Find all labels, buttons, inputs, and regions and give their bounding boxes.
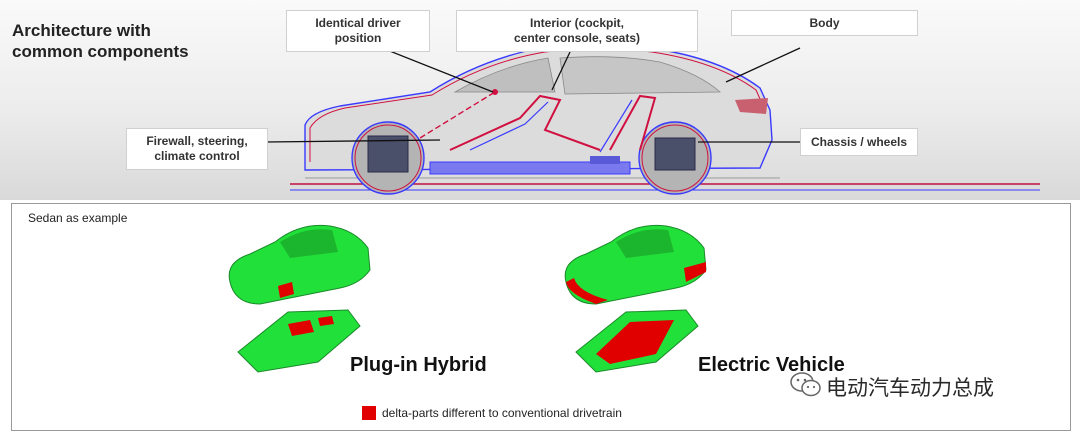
page-title: Architecture with common components (12, 21, 189, 61)
label-interior: Interior (cockpit, center console, seats… (456, 10, 698, 52)
car-cutaway-illustration (265, 39, 1040, 195)
watermark-text: 电动汽车动力总成 (826, 377, 994, 400)
variant-label-phev: Plug-in Hybrid (350, 354, 487, 376)
ev-floor-model (575, 309, 699, 373)
example-panel (11, 203, 1071, 431)
wechat-icon (790, 372, 821, 397)
ev-body-model (564, 224, 707, 305)
legend-text: delta-parts different to conventional dr… (382, 406, 622, 420)
panel-title: Sedan as example (28, 211, 128, 225)
label-firewall: Firewall, steering, climate control (126, 128, 268, 170)
phev-floor-model (237, 309, 361, 373)
phev-body-model (228, 224, 371, 305)
label-body: Body (731, 10, 918, 36)
label-chassis: Chassis / wheels (800, 128, 918, 156)
variant-label-ev: Electric Vehicle (698, 354, 845, 376)
legend-swatch (362, 406, 376, 420)
label-driver-position: Identical driver position (286, 10, 430, 52)
